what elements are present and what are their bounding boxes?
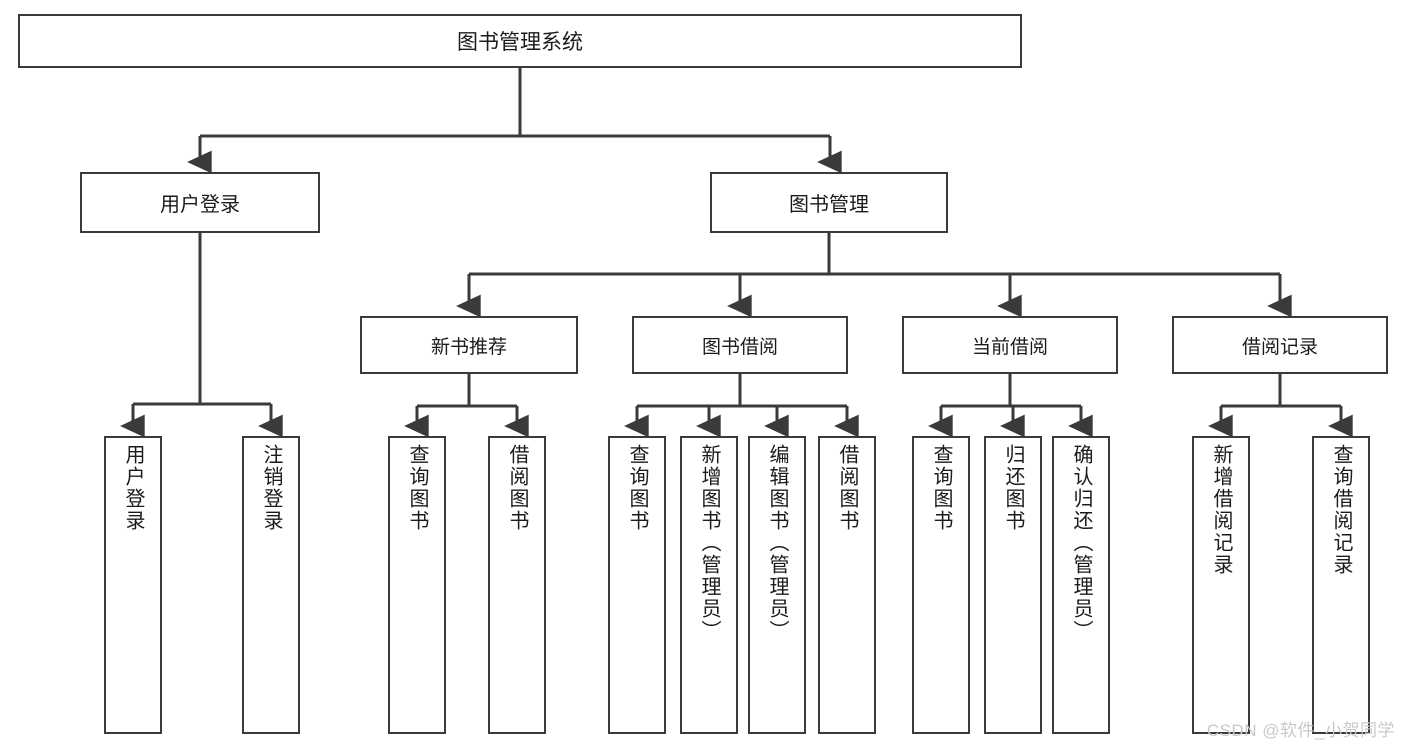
leaf-label: 查询图书 — [626, 444, 648, 532]
leaf-label: 查询图书 — [930, 444, 952, 532]
leaf-label: 新增图书（管理员） — [698, 444, 720, 642]
node-borrow-records[interactable]: 借阅记录 — [1172, 316, 1388, 374]
node-book-management[interactable]: 图书管理 — [710, 172, 948, 233]
leaf-label: 注销登录 — [260, 444, 282, 532]
leaf-label: 归还图书 — [1002, 444, 1024, 532]
leaf-label: 确认归还（管理员） — [1070, 444, 1092, 642]
leaf-borrow-book[interactable]: 借阅图书 — [818, 436, 876, 734]
leaf-query-book-current[interactable]: 查询图书 — [912, 436, 970, 734]
leaf-label: 新增借阅记录 — [1210, 444, 1232, 576]
node-root-system[interactable]: 图书管理系统 — [18, 14, 1022, 68]
leaf-edit-book-admin[interactable]: 编辑图书（管理员） — [748, 436, 806, 734]
node-label: 图书管理系统 — [457, 31, 583, 54]
leaf-label: 借阅图书 — [836, 444, 858, 532]
node-label: 图书管理 — [789, 194, 869, 216]
node-label: 用户登录 — [160, 194, 240, 216]
leaf-label: 借阅图书 — [506, 444, 528, 532]
leaf-borrow-book-newbook[interactable]: 借阅图书 — [488, 436, 546, 734]
node-new-book-recommend[interactable]: 新书推荐 — [360, 316, 578, 374]
leaf-return-book[interactable]: 归还图书 — [984, 436, 1042, 734]
node-user-login[interactable]: 用户登录 — [80, 172, 320, 233]
node-book-borrow[interactable]: 图书借阅 — [632, 316, 848, 374]
leaf-add-borrow-record[interactable]: 新增借阅记录 — [1192, 436, 1250, 734]
leaf-query-book-newbook[interactable]: 查询图书 — [388, 436, 446, 734]
leaf-add-book-admin[interactable]: 新增图书（管理员） — [680, 436, 738, 734]
node-current-borrow[interactable]: 当前借阅 — [902, 316, 1118, 374]
leaf-label: 查询借阅记录 — [1330, 444, 1352, 576]
node-label: 图书借阅 — [701, 336, 778, 358]
leaf-logout[interactable]: 注销登录 — [242, 436, 300, 734]
node-label: 新书推荐 — [430, 336, 507, 358]
leaf-user-login[interactable]: 用户登录 — [104, 436, 162, 734]
node-label: 当前借阅 — [971, 336, 1048, 358]
csdn-watermark: CSDN @软件_小贺同学 — [1206, 721, 1395, 740]
leaf-label: 查询图书 — [406, 444, 428, 532]
leaf-query-borrow-record[interactable]: 查询借阅记录 — [1312, 436, 1370, 734]
node-label: 借阅记录 — [1241, 336, 1318, 358]
leaf-label: 用户登录 — [122, 444, 144, 532]
leaf-query-book-borrow[interactable]: 查询图书 — [608, 436, 666, 734]
leaf-label: 编辑图书（管理员） — [766, 444, 788, 642]
leaf-confirm-return-admin[interactable]: 确认归还（管理员） — [1052, 436, 1110, 734]
